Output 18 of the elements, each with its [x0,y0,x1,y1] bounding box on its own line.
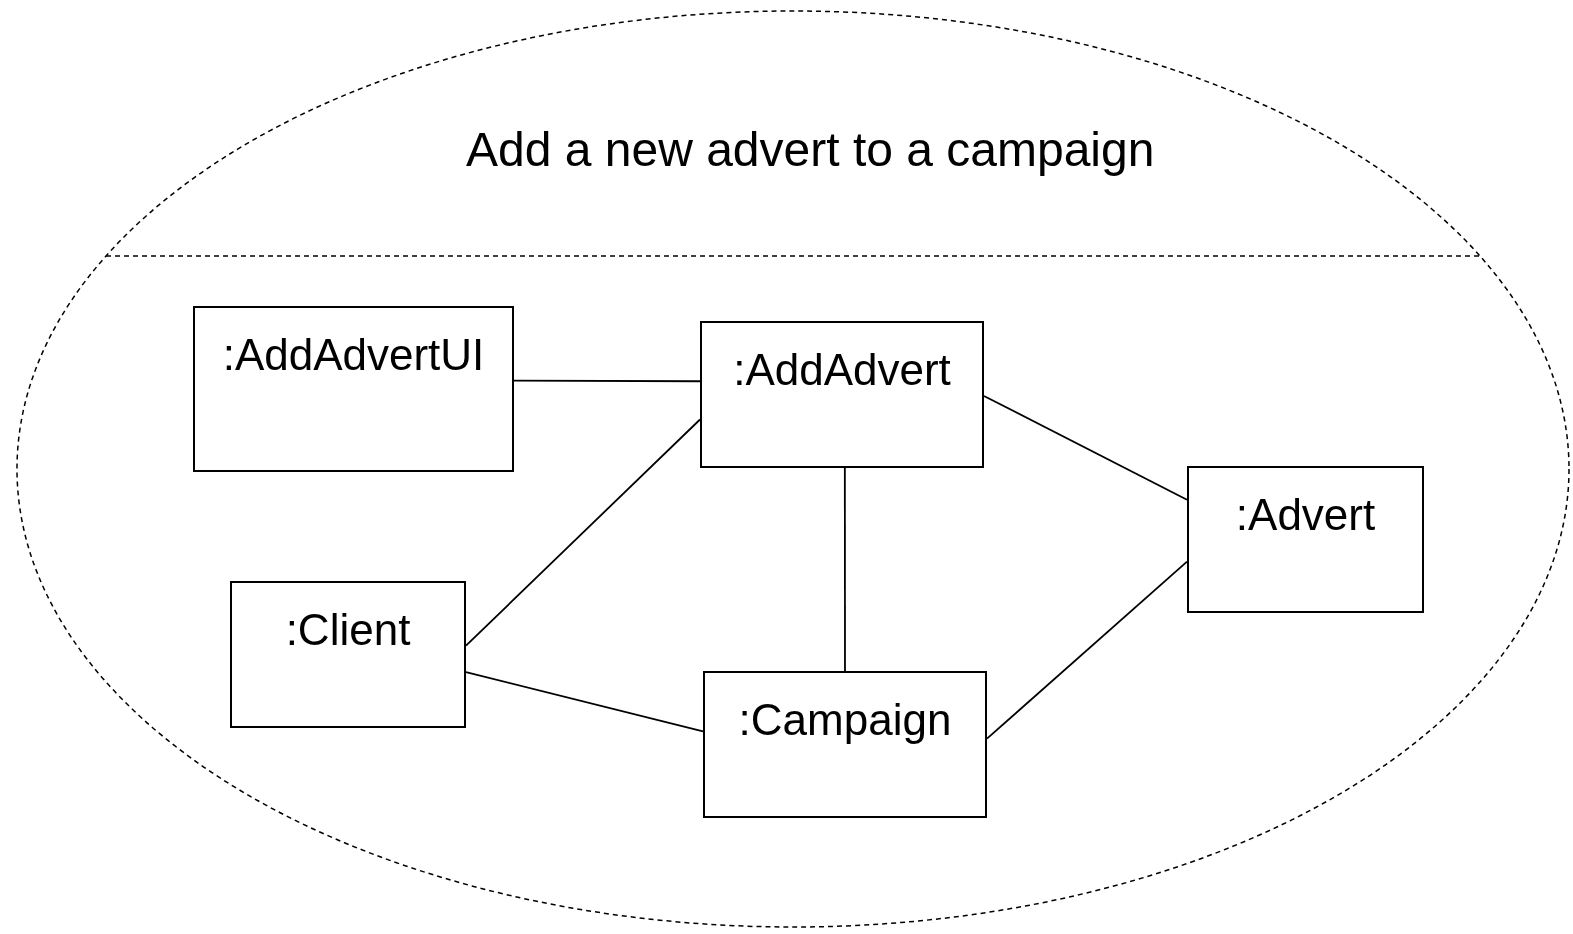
link-line [513,379,701,383]
object-name: :Advert [1235,490,1376,540]
collaboration-ellipse [16,10,1570,928]
object-box [1187,466,1424,613]
object-box [700,321,984,468]
object-name: :AddAdvertUI [222,330,485,380]
link-line [983,395,1188,501]
object-name: :Client [285,605,411,655]
object-name: :Campaign [738,695,952,745]
object-box [230,581,466,728]
object-name: :AddAdvert [733,345,951,395]
link-line [465,418,701,647]
collaboration-title: Add a new advert to a campaign [466,122,1155,177]
link-line [465,671,704,733]
object-box [703,671,987,818]
link-line [843,467,846,672]
link-line [986,560,1188,740]
object-box [193,306,514,472]
